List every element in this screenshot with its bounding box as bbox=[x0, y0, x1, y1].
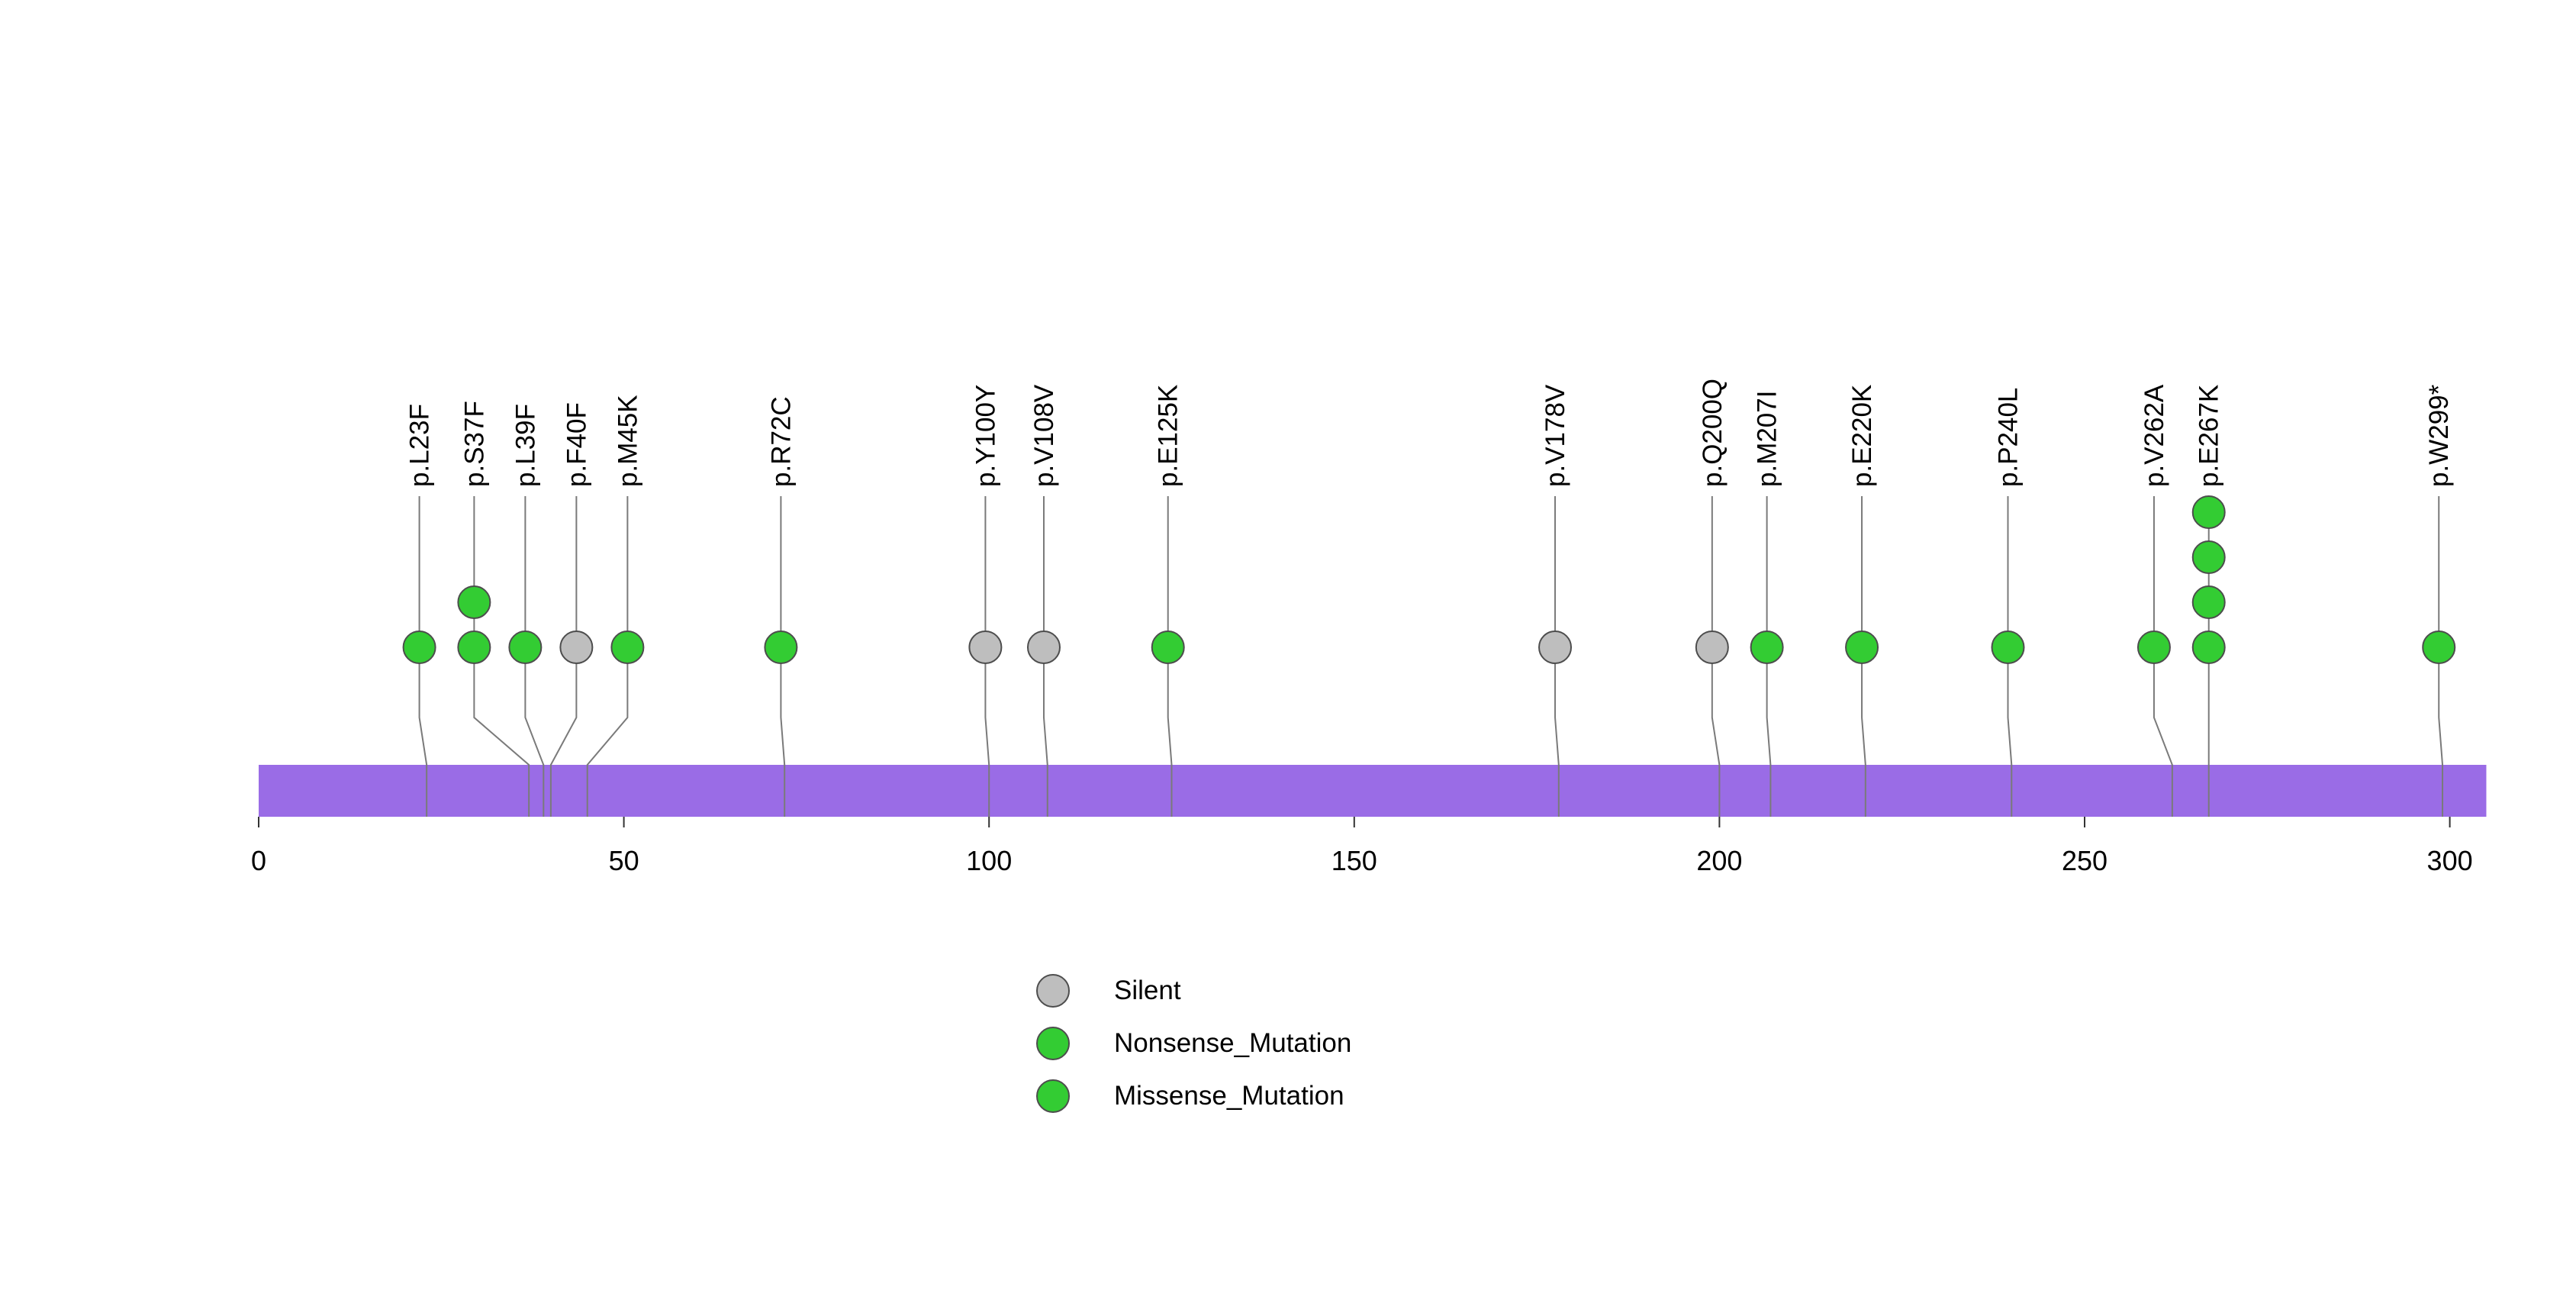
lollipop-connector bbox=[1861, 496, 1866, 817]
mutation-label: p.L23F bbox=[405, 404, 435, 487]
legend-label: Missense_Mutation bbox=[1114, 1081, 1344, 1111]
axis-tick-label: 300 bbox=[2427, 845, 2473, 876]
lollipop-connector bbox=[418, 496, 428, 817]
lollipop-connector bbox=[1711, 496, 1721, 817]
mutation-dot bbox=[1695, 630, 1729, 664]
mutation-dot bbox=[968, 630, 1003, 664]
mutation-dot bbox=[2191, 585, 2226, 619]
axis-tick-label: 0 bbox=[251, 845, 266, 876]
silent-swatch-icon bbox=[1036, 974, 1070, 1008]
axis-tick-label: 150 bbox=[1331, 845, 1377, 876]
mutation-dot bbox=[457, 630, 491, 664]
mutation-dot bbox=[402, 630, 436, 664]
lollipop-connector bbox=[1167, 496, 1173, 817]
axis-tick-label: 100 bbox=[966, 845, 1012, 876]
mutation-label: p.P240L bbox=[1993, 388, 2023, 487]
lollipop-connector bbox=[1042, 496, 1048, 817]
lollipop-connector bbox=[2438, 496, 2444, 817]
mutation-dot bbox=[764, 630, 798, 664]
mutation-dot bbox=[2136, 630, 2171, 664]
lollipop-connector bbox=[524, 496, 545, 817]
mutation-label: p.E125K bbox=[1154, 385, 1183, 487]
mutation-label: p.Y100Y bbox=[971, 385, 1000, 487]
lollipop-connector bbox=[1766, 496, 1772, 817]
legend-item-nonsense: Nonsense_Mutation bbox=[1036, 1027, 1351, 1060]
mutation-label: p.M207I bbox=[1753, 391, 1782, 487]
mutation-dot bbox=[1991, 630, 2025, 664]
mutation-dot bbox=[1750, 630, 1784, 664]
protein-bar bbox=[259, 765, 2487, 817]
lollipop-connector bbox=[780, 496, 786, 817]
lollipop-connector bbox=[984, 496, 990, 817]
mutation-label: p.E267K bbox=[2194, 385, 2224, 487]
nonsense-swatch-icon bbox=[1036, 1027, 1070, 1060]
mutation-dot bbox=[2191, 630, 2226, 664]
mutation-dot bbox=[610, 630, 645, 664]
mutation-dot bbox=[2422, 630, 2456, 664]
mutation-dot bbox=[457, 585, 491, 619]
mutation-label: p.M45K bbox=[613, 395, 642, 487]
mutation-dot bbox=[1538, 630, 1573, 664]
mutation-label: p.E220K bbox=[1847, 385, 1877, 487]
lollipop-connector bbox=[549, 496, 578, 817]
axis-tick-label: 50 bbox=[609, 845, 639, 876]
mutation-label: p.Q200Q bbox=[1698, 379, 1728, 487]
mutation-label: p.W299* bbox=[2424, 384, 2454, 487]
legend-label: Nonsense_Mutation bbox=[1114, 1028, 1352, 1058]
mutation-label: p.F40F bbox=[562, 402, 591, 487]
mutation-label: p.S37F bbox=[459, 401, 489, 487]
mutation-dot bbox=[2191, 495, 2226, 529]
lollipop-connector bbox=[2153, 496, 2173, 817]
lollipop-connector bbox=[586, 496, 629, 817]
mutation-dot bbox=[1026, 630, 1061, 664]
legend-item-missense: Missense_Mutation bbox=[1036, 1079, 1351, 1113]
lollipop-connector bbox=[1554, 496, 1560, 817]
mutation-dot bbox=[508, 630, 543, 664]
legend: Silent Nonsense_Mutation Missense_Mutati… bbox=[1036, 974, 1351, 1113]
lollipop-connector bbox=[2007, 496, 2013, 817]
mutation-dot bbox=[1845, 630, 1879, 664]
mutation-label: p.V262A bbox=[2140, 384, 2169, 487]
mutation-label: p.V108V bbox=[1029, 384, 1059, 487]
mutation-dot bbox=[559, 630, 594, 664]
mutation-dot bbox=[2191, 540, 2226, 574]
axis-tick-label: 250 bbox=[2062, 845, 2107, 876]
legend-label: Silent bbox=[1114, 976, 1181, 1005]
mutation-label: p.R72C bbox=[766, 396, 796, 487]
legend-item-silent: Silent bbox=[1036, 974, 1351, 1008]
mutation-label: p.L39F bbox=[510, 404, 540, 487]
mutation-label: p.V178V bbox=[1541, 384, 1570, 487]
mutation-dot bbox=[1151, 630, 1185, 664]
missense-swatch-icon bbox=[1036, 1079, 1070, 1113]
axis-tick-label: 200 bbox=[1696, 845, 1742, 876]
